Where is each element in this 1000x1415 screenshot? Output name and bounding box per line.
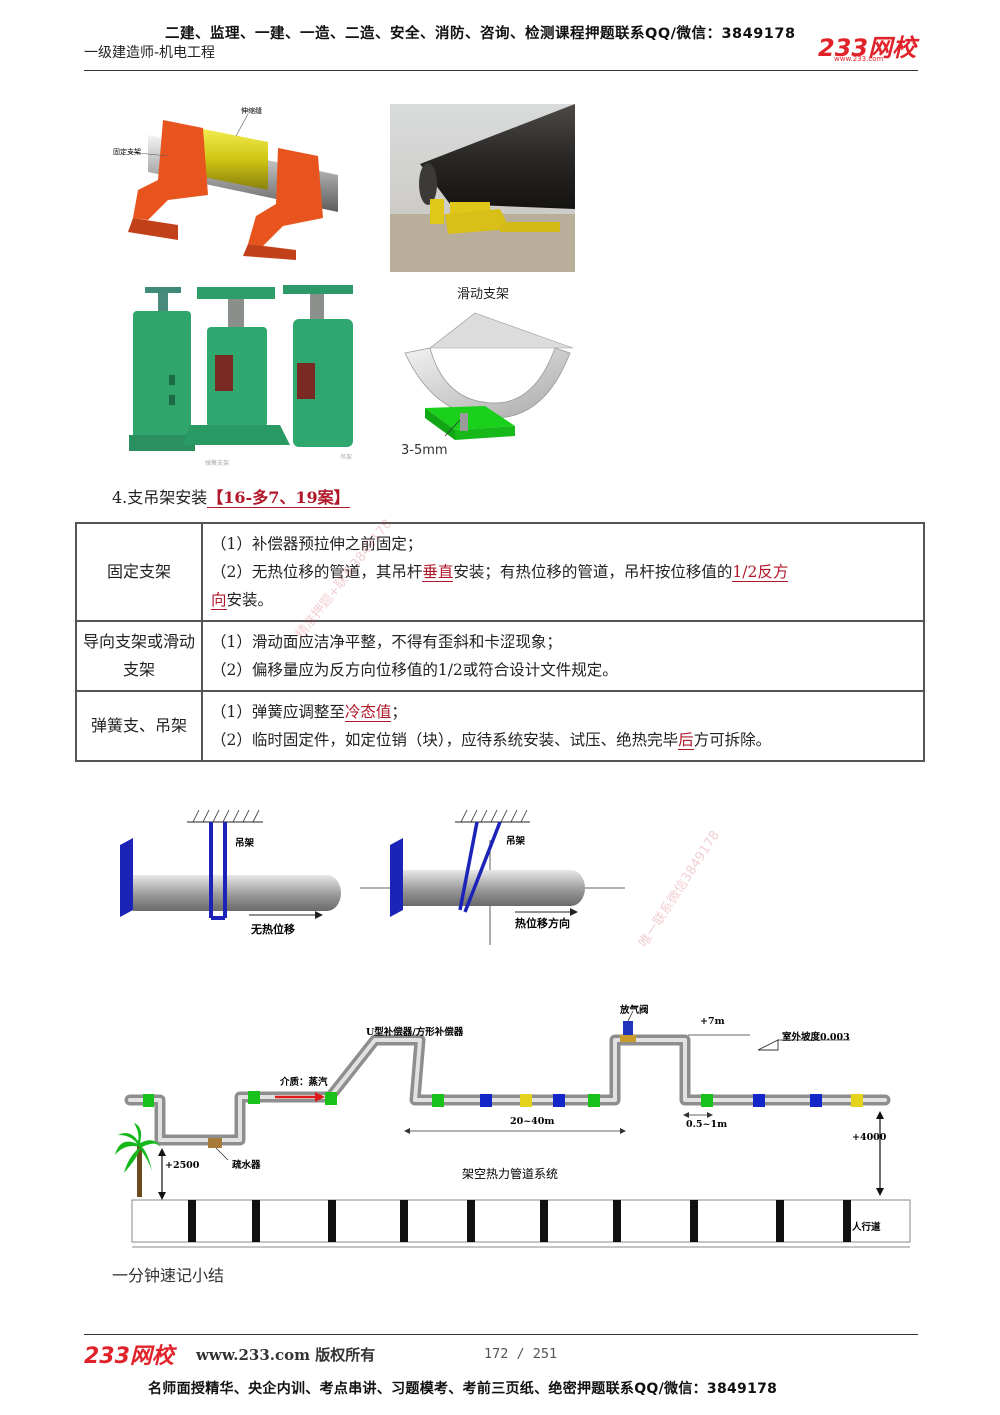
table-row: 固定支架 （1）补偿器预拉伸之前固定； （2）无热位移的管道，其吊杆垂直安装；有…: [75, 522, 925, 622]
table-content: （1）弹簧应调整至冷态值； （2）临时固定件，如定位销（块），应待系统安装、试压…: [201, 690, 925, 762]
header-contact-line: 二建、监理、一建、一造、二造、安全、消防、咨询、检测课程押题联系QQ/微信：38…: [165, 26, 796, 42]
header-logo-url: www.233.com: [834, 55, 884, 63]
section-exam-tag: 【16-多7、19案】: [207, 488, 350, 508]
highlight-keyword: 冷态值: [344, 703, 392, 722]
medium-label: 介质：蒸汽: [279, 1076, 328, 1088]
fixed-support-label: 固定支架: [113, 147, 141, 156]
distance-label: 0.5~1m: [686, 1119, 727, 1130]
section-title: 4.支吊架安装【16-多7、19案】: [112, 484, 350, 508]
table-line: （2）无热位移的管道，其吊杆垂直安装；有热位移的管道，吊杆按位移值的1/2反方: [211, 558, 915, 586]
table-line: （2）临时固定件，如定位销（块），应待系统安装、试压、绝热完毕后方可拆除。: [211, 726, 915, 754]
overhead-heat-pipeline-diagram: 放气阀 +7m 室外坡度0.003 U型补偿器/方形补偿器 介质：蒸汽 20~4…: [115, 1004, 911, 1248]
left-hanger-caption: 无热位移: [250, 922, 295, 936]
table-content: （1）补偿器预拉伸之前固定； （2）无热位移的管道，其吊杆垂直安装；有热位移的管…: [201, 522, 925, 622]
sliding-saddle-illustration: 3-5mm: [401, 312, 574, 458]
table-category: 弹簧支、吊架: [75, 690, 203, 762]
support-install-table: 固定支架 （1）补偿器预拉伸之前固定； （2）无热位移的管道，其吊杆垂直安装；有…: [75, 522, 925, 762]
table-line: （1）弹簧应调整至冷态值；: [211, 698, 915, 726]
system-title-label: 架空热力管道系统: [462, 1166, 558, 1181]
text-fragment: ；: [391, 703, 407, 721]
highlight-keyword: 1/2反方: [732, 563, 789, 582]
text-fragment: （2）临时固定件，如定位销（块），应待系统安装、试压、绝热完毕: [211, 731, 679, 749]
table-line: （2）偏移量应为反方向位移值的1/2或符合设计文件规定。: [211, 661, 618, 679]
table-line: （1）补偿器预拉伸之前固定；: [211, 535, 423, 553]
text-fragment: 安装；有热位移的管道，吊杆按位移值的: [453, 563, 733, 581]
walkway-label: 人行道: [852, 1221, 881, 1233]
spring-support-photo: 弹簧支架 吊架: [125, 285, 360, 470]
footer-site: www.233.com 版权所有: [196, 1346, 376, 1364]
table-row: 导向支架或滑动支架 （1）滑动面应洁净平整，不得有歪斜和卡涩现象； （2）偏移量…: [75, 620, 925, 692]
height-4000-label: +4000: [852, 1132, 887, 1143]
summary-heading: 一分钟速记小结: [112, 1266, 225, 1285]
highlight-keyword: 后: [678, 731, 694, 750]
sliding-support-caption: 滑动支架: [457, 287, 510, 302]
footer-contact-line: 名师面授精华、央企内训、考点串讲、习题模考、考前三页纸、绝密押题联系QQ/微信：…: [148, 1381, 778, 1397]
table-category: 固定支架: [75, 522, 203, 622]
right-hanger-label: 吊架: [506, 835, 526, 847]
table-line: （1）滑动面应洁净平整，不得有歪斜和卡涩现象；: [211, 633, 562, 651]
steam-trap-label: 疏水器: [232, 1159, 261, 1171]
table-line: 向安装。: [211, 586, 915, 614]
gap-label: 3-5mm: [401, 443, 448, 458]
u-compensator-label: U型补偿器/方形补偿器: [366, 1026, 464, 1038]
watermark: 唯一联系微信3849178: [636, 828, 723, 951]
sliding-support-photo: [390, 104, 575, 272]
table-row: 弹簧支、吊架 （1）弹簧应调整至冷态值； （2）临时固定件，如定位销（块），应待…: [75, 690, 925, 762]
right-hanger-caption: 热位移方向: [515, 916, 570, 930]
header-divider: [84, 70, 918, 71]
left-hanger-label: 吊架: [235, 837, 255, 849]
text-fragment: 安装。: [226, 591, 274, 609]
header-subject: 一级建造师-机电工程: [84, 45, 216, 61]
span-label: 20~40m: [510, 1116, 554, 1127]
footer-logo: 233网校: [84, 1344, 174, 1369]
text-fragment: （2）无热位移的管道，其吊杆: [211, 563, 423, 581]
height-7m-label: +7m: [700, 1016, 725, 1027]
highlight-keyword: 垂直: [422, 563, 454, 582]
spring-caption-right: 吊架: [340, 453, 352, 461]
section-title-text: 4.支吊架安装: [112, 488, 208, 507]
table-content: （1）滑动面应洁净平整，不得有歪斜和卡涩现象； （2）偏移量应为反方向位移值的1…: [201, 620, 925, 692]
highlight-keyword: 向: [211, 591, 227, 610]
text-fragment: 方可拆除。: [693, 731, 772, 749]
height-2500-label: +2500: [165, 1160, 200, 1171]
slope-label: 室外坡度0.003: [782, 1031, 850, 1043]
header-logo: 233网校: [818, 34, 917, 62]
table-category: 导向支架或滑动支架: [75, 620, 203, 692]
hanger-diagram: 吊架 无热位移 吊架 热位移方向: [120, 809, 625, 945]
page-number: 172 / 251: [484, 1346, 558, 1362]
text-fragment: （1）弹簧应调整至: [211, 703, 345, 721]
fixed-support-illustration: 固定支架 伸缩缝: [113, 106, 338, 260]
footer-divider: [84, 1334, 918, 1335]
vent-valve-label: 放气阀: [619, 1004, 649, 1016]
expansion-joint-label: 伸缩缝: [241, 106, 262, 115]
spring-caption: 弹簧支架: [205, 459, 229, 467]
